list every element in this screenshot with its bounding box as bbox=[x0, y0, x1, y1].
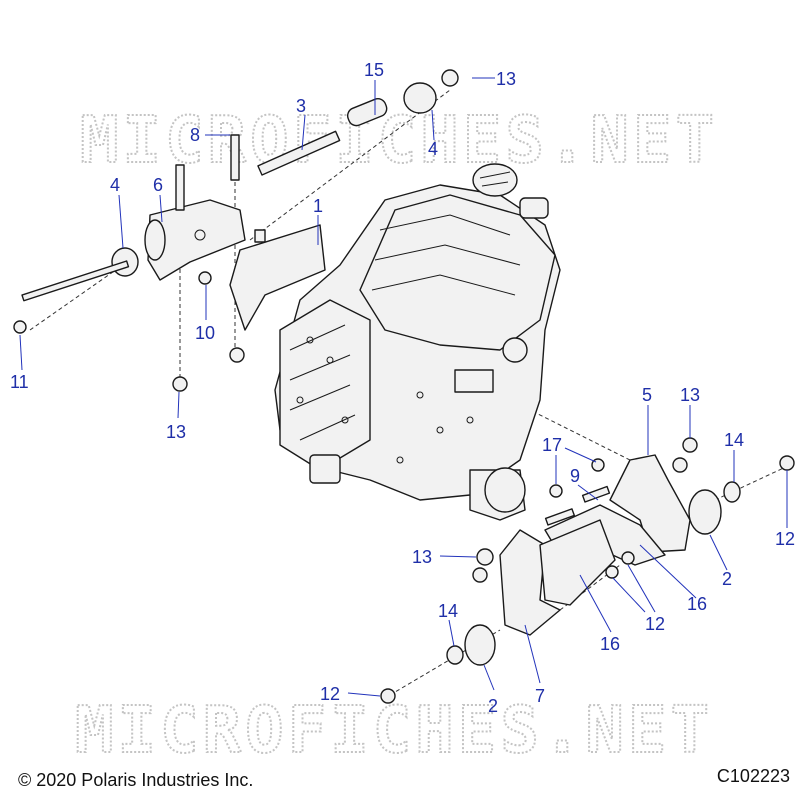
callout-2-left: 2 bbox=[488, 696, 498, 716]
callout-4-left: 4 bbox=[110, 175, 120, 195]
bolt-10 bbox=[198, 271, 212, 285]
callout-2-right: 2 bbox=[722, 569, 732, 589]
callout-12-mid: 12 bbox=[645, 614, 665, 634]
bushing-4-top bbox=[403, 82, 437, 114]
callout-12-bottom: 12 bbox=[320, 684, 340, 704]
washer-14-left bbox=[446, 645, 464, 665]
callout-13-top: 13 bbox=[496, 69, 516, 89]
callout-10: 10 bbox=[195, 323, 215, 343]
callout-12-right: 12 bbox=[775, 529, 795, 549]
callout-14-right: 14 bbox=[724, 430, 744, 450]
washer-14-right bbox=[723, 481, 741, 503]
engine-assembly bbox=[274, 163, 561, 521]
nut-13-lower bbox=[476, 548, 494, 566]
diagram-id: C102223 bbox=[716, 766, 790, 786]
callout-16-left: 16 bbox=[600, 634, 620, 654]
long-bolt-11 bbox=[21, 260, 130, 302]
mount-block-6 bbox=[147, 199, 246, 281]
left-mount-parts bbox=[13, 134, 326, 392]
rubber-mount-2-right bbox=[688, 489, 722, 535]
callout-5: 5 bbox=[642, 385, 652, 405]
callout-3: 3 bbox=[296, 96, 306, 116]
callout-4-top: 4 bbox=[428, 139, 438, 159]
spacer-15 bbox=[346, 98, 388, 127]
right-mount-parts bbox=[380, 437, 795, 704]
callout-numbers: 1 3 15 4 13 8 4 6 10 11 13 5 13 14 12 2 … bbox=[10, 60, 795, 716]
callout-11: 11 bbox=[10, 372, 29, 392]
callout-13-right: 13 bbox=[680, 385, 700, 405]
bracket-1 bbox=[229, 224, 326, 331]
leader-lines bbox=[19, 77, 788, 697]
watermark-bottom: MICROFICHES.NET bbox=[75, 694, 713, 768]
callout-6: 6 bbox=[153, 175, 163, 195]
top-shaft-parts bbox=[257, 69, 459, 176]
callout-13-left: 13 bbox=[166, 422, 186, 442]
callout-14-left: 14 bbox=[438, 601, 458, 621]
bracket-16-left bbox=[539, 519, 616, 606]
nut-12-right bbox=[779, 455, 795, 471]
bolt-8 bbox=[230, 134, 240, 181]
callout-16-right: 16 bbox=[687, 594, 707, 614]
callout-1: 1 bbox=[313, 196, 323, 216]
rod-3 bbox=[257, 130, 341, 176]
callout-17: 17 bbox=[542, 435, 562, 455]
bracket-7 bbox=[499, 529, 561, 636]
copyright-text: © 2020 Polaris Industries Inc. bbox=[18, 770, 254, 790]
callout-9: 9 bbox=[570, 466, 580, 486]
watermark-top: MICROFICHES.NET bbox=[80, 104, 718, 178]
nut-13-top bbox=[441, 69, 459, 87]
rubber-mount-2-left bbox=[464, 624, 496, 666]
bolt-left bbox=[175, 164, 185, 211]
callout-8: 8 bbox=[190, 125, 200, 145]
callout-13-lower: 13 bbox=[412, 547, 432, 567]
nut-12-bottom bbox=[380, 688, 396, 704]
callout-15: 15 bbox=[364, 60, 384, 80]
callout-7: 7 bbox=[535, 686, 545, 706]
bracket-5 bbox=[609, 454, 691, 553]
